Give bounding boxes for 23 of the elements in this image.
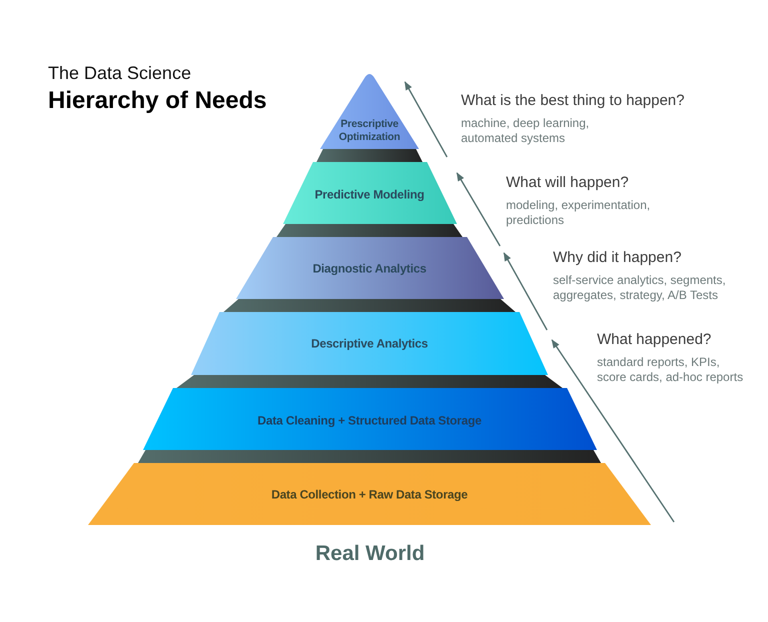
question-text: What is the best thing to happen? bbox=[461, 92, 684, 110]
question-text: What will happen? bbox=[506, 174, 629, 192]
tier-label: Diagnostic Analytics bbox=[312, 262, 426, 276]
tier-label: Descriptive Analytics bbox=[311, 336, 428, 352]
pyramid-tier bbox=[282, 162, 456, 224]
base-label: Real World bbox=[315, 542, 425, 566]
tier-label: Predictive Modeling bbox=[314, 188, 424, 202]
description-text: self-service analytics, segments, aggregates, strategy, A/B Tests bbox=[553, 273, 727, 303]
pyramid-tier bbox=[191, 312, 548, 375]
tier-label: Prescriptive Optimization bbox=[338, 118, 402, 144]
title: Hierarchy of Needs bbox=[48, 87, 267, 115]
tier-label: Data Cleaning + Structured Data Storage bbox=[258, 414, 482, 428]
description-text: machine, deep learning, automated systems bbox=[461, 116, 590, 146]
description-text: modeling, experimentation, predictions bbox=[506, 198, 652, 228]
subtitle-text: The Data Science bbox=[48, 63, 192, 84]
question-text: Why did it happen? bbox=[553, 249, 682, 267]
tier-label: Data Collection + Raw Data Storage bbox=[271, 488, 468, 502]
pyramid-tier bbox=[142, 388, 596, 450]
question-text: What happened? bbox=[597, 331, 712, 349]
pyramid-tier bbox=[236, 237, 504, 299]
pyramid-tier bbox=[88, 463, 651, 525]
description-text: standard reports, KPIs, score cards, ad-hoc reports bbox=[597, 355, 744, 385]
pyramid-tier bbox=[320, 71, 419, 149]
